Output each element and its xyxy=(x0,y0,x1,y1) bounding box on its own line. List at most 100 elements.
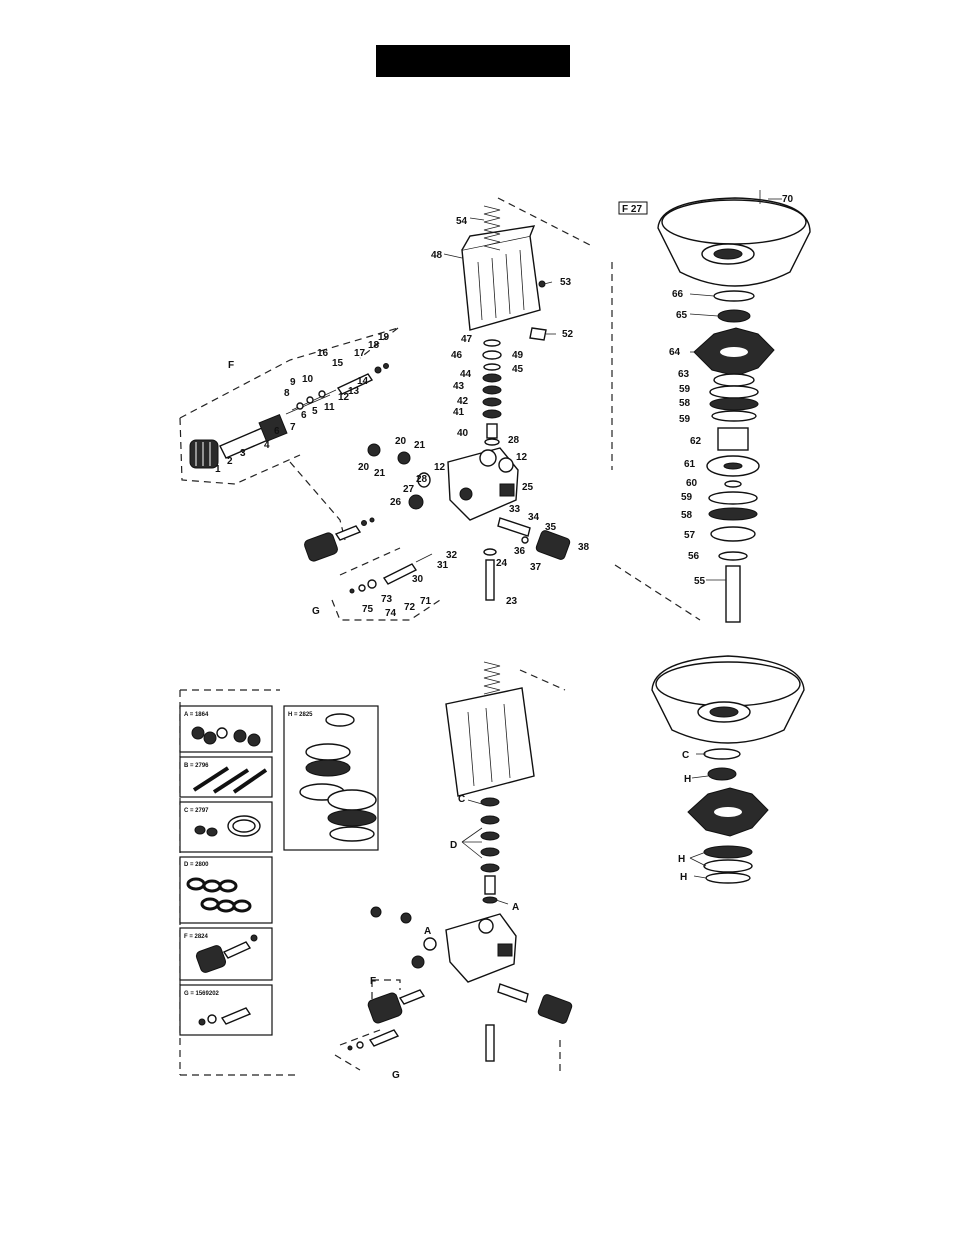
callout-59a: 59 xyxy=(679,384,691,395)
callout-28b: 28 xyxy=(508,435,520,446)
callout-52: 52 xyxy=(562,329,574,340)
callout-38: 38 xyxy=(578,542,590,553)
callout-42: 42 xyxy=(457,396,469,407)
callout-4: 4 xyxy=(264,440,270,451)
upper-exploded-view xyxy=(179,190,811,623)
callout-26: 26 xyxy=(390,497,402,508)
callout-10: 10 xyxy=(302,374,314,385)
callout-12b: 12 xyxy=(434,462,446,473)
kit-label-c: C = 2797 xyxy=(184,808,209,814)
callout-72: 72 xyxy=(404,602,416,613)
callout-21b: 21 xyxy=(374,468,386,479)
callout-16: 16 xyxy=(317,348,329,359)
callout-56: 56 xyxy=(688,551,700,562)
kit-label-b: B = 2796 xyxy=(184,763,209,769)
callout-13: 13 xyxy=(348,386,360,397)
callout-61: 61 xyxy=(684,459,696,470)
callout-41: 41 xyxy=(453,407,465,418)
injector-assembly xyxy=(497,517,571,560)
callout-70: 70 xyxy=(782,194,794,205)
callout-21a: 21 xyxy=(414,440,426,451)
lower-kit-diagram xyxy=(179,655,805,1076)
callout-49: 49 xyxy=(512,350,524,361)
callout-74: 74 xyxy=(385,608,397,619)
callout-44: 44 xyxy=(460,369,472,380)
group-label-f: F xyxy=(228,360,234,371)
callout-28a: 28 xyxy=(416,474,428,485)
callout-20a: 20 xyxy=(395,436,407,447)
callout-35: 35 xyxy=(545,522,557,533)
callout-58a: 58 xyxy=(679,398,691,409)
callout-20b: 20 xyxy=(358,462,370,473)
kit-letter-h2: H xyxy=(678,854,685,865)
callout-40: 40 xyxy=(457,428,469,439)
callout-64: 64 xyxy=(669,347,681,358)
header-bar xyxy=(376,45,570,77)
callout-7: 7 xyxy=(290,422,296,433)
callout-6a: 6 xyxy=(274,426,280,437)
callout-58b: 58 xyxy=(681,510,693,521)
kit-labels: A = 1864 B = 2796 C = 2797 D = 2800 F = … xyxy=(184,712,691,1081)
swash-plate-assembly xyxy=(657,190,811,623)
callout-59c: 59 xyxy=(681,492,693,503)
callout-55: 55 xyxy=(694,576,706,587)
callout-6b: 6 xyxy=(301,410,307,421)
callout-48: 48 xyxy=(431,250,443,261)
callout-17: 17 xyxy=(354,348,366,359)
plug-21 xyxy=(397,451,411,465)
callout-59b: 59 xyxy=(679,414,691,425)
frame-label: F 27 xyxy=(622,204,642,215)
kit-letter-h1: H xyxy=(684,774,691,785)
callout-labels: F 27 F G 1 2 3 4 5 6 6 7 8 9 10 11 12 13… xyxy=(215,194,794,619)
callout-33: 33 xyxy=(509,504,521,515)
callout-46: 46 xyxy=(451,350,463,361)
kit-letter-g: G xyxy=(392,1070,400,1081)
pump-motor-block xyxy=(461,205,541,331)
callout-60: 60 xyxy=(686,478,698,489)
callout-45: 45 xyxy=(512,364,524,375)
kit-label-a: A = 1864 xyxy=(184,712,209,718)
callout-53: 53 xyxy=(560,277,572,288)
plug-26 xyxy=(408,494,424,510)
group-g-parts xyxy=(349,553,433,594)
kit-letter-h3: H xyxy=(680,872,687,883)
kit-label-g: G = 1569202 xyxy=(184,991,220,997)
callout-14: 14 xyxy=(357,376,369,387)
callout-24: 24 xyxy=(496,558,508,569)
callout-66: 66 xyxy=(672,289,684,300)
callout-18: 18 xyxy=(368,340,380,351)
callout-34: 34 xyxy=(528,512,540,523)
callout-54: 54 xyxy=(456,216,468,227)
pump-manifold xyxy=(447,447,519,521)
valve-cartridge-f xyxy=(189,363,389,469)
piston-seal-stack xyxy=(482,339,502,446)
plug-20 xyxy=(367,443,381,457)
callout-75: 75 xyxy=(362,604,374,615)
callout-5: 5 xyxy=(312,406,318,417)
kit-box-h xyxy=(283,705,379,851)
callout-12a: 12 xyxy=(338,392,350,403)
callout-63: 63 xyxy=(678,369,690,380)
callout-1: 1 xyxy=(215,464,221,475)
callout-8: 8 xyxy=(284,388,290,399)
kit-letter-a1: A xyxy=(512,902,519,913)
kit-letter-f: F xyxy=(370,976,376,987)
callout-12c: 12 xyxy=(516,452,528,463)
pin-23 xyxy=(485,559,495,601)
callout-23: 23 xyxy=(506,596,518,607)
callout-31: 31 xyxy=(437,560,449,571)
callout-15: 15 xyxy=(332,358,344,369)
callout-47: 47 xyxy=(461,334,473,345)
kit-box-g xyxy=(179,984,273,1036)
valve-cartridge-2 xyxy=(304,517,375,562)
callout-19: 19 xyxy=(378,332,390,343)
callout-36: 36 xyxy=(514,546,526,557)
kit-letter-d: D xyxy=(450,840,457,851)
callout-73: 73 xyxy=(381,594,393,605)
group-label-g: G xyxy=(312,606,320,617)
callout-9: 9 xyxy=(290,377,296,388)
callout-62: 62 xyxy=(690,436,702,447)
callout-11: 11 xyxy=(324,402,335,413)
kit-letter-c1: C xyxy=(458,794,465,805)
